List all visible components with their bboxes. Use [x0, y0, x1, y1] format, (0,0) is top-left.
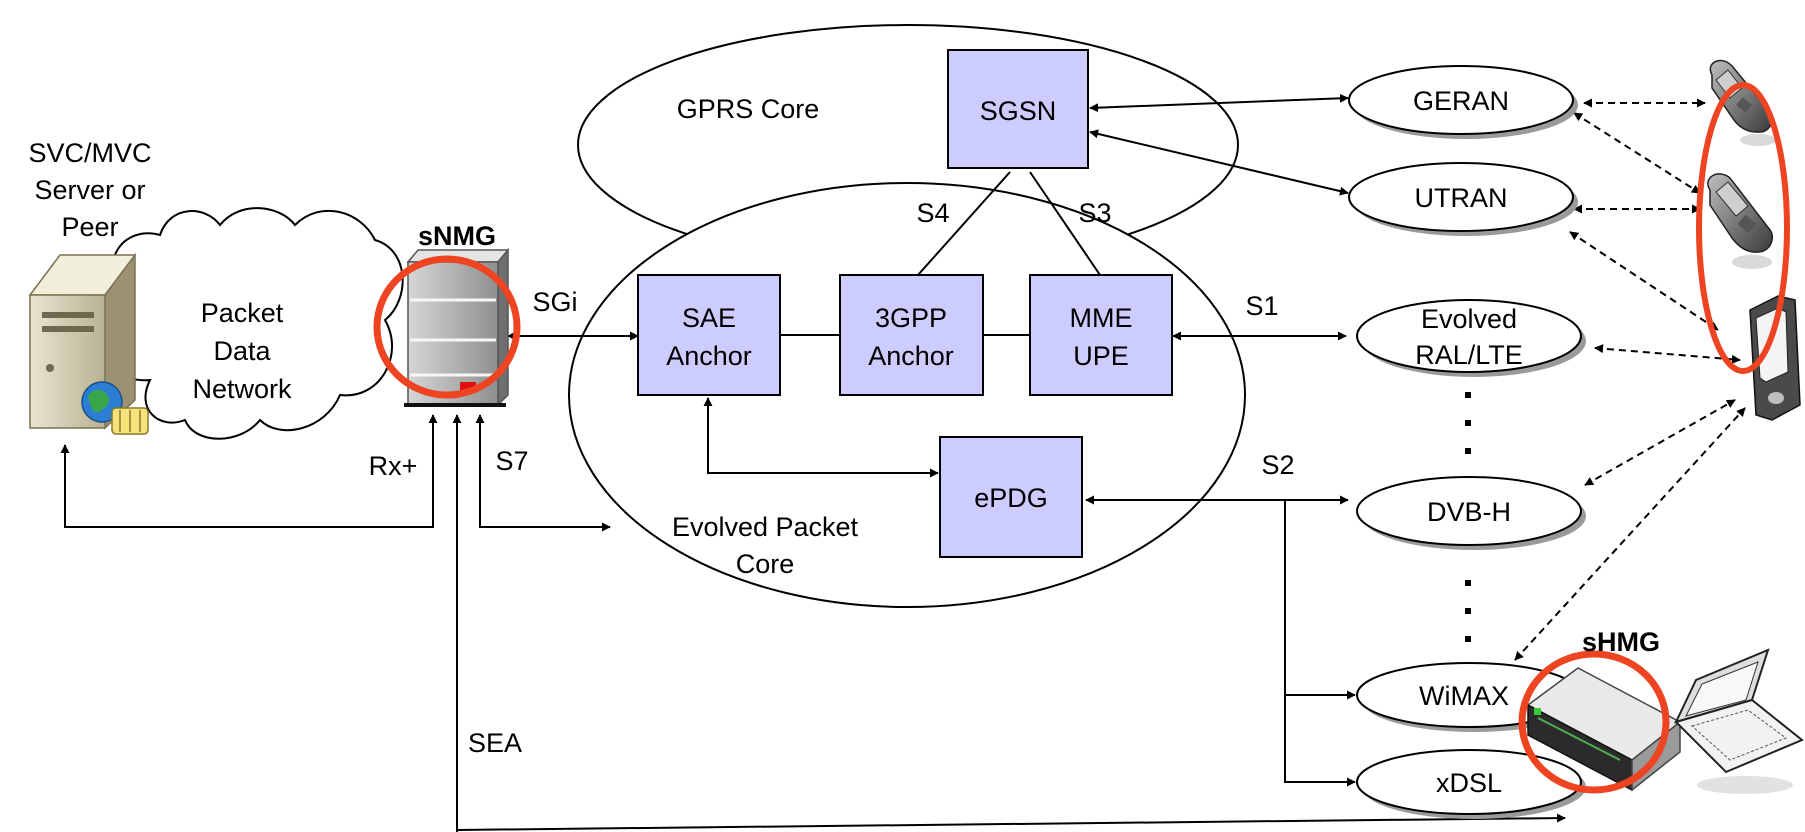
sae-anchor-box	[637, 274, 781, 396]
gprs-core-label: GPRS Core	[677, 94, 820, 124]
s2-wimax-link	[1284, 500, 1356, 700]
utran-label: UTRAN	[1415, 183, 1508, 213]
utran-pda-dashed-link	[1569, 231, 1719, 331]
access-dots-upper	[1465, 392, 1471, 454]
sae-anchor-label-line-1: SAE	[682, 303, 736, 333]
sgsn-geran-link	[1089, 93, 1349, 113]
pdn-label-line-2: Data	[213, 336, 271, 366]
wimax-label: WiMAX	[1419, 681, 1509, 711]
s4-label: S4	[916, 198, 949, 228]
sea-to-shmg-link	[456, 813, 1566, 831]
rx-plus-label: Rx+	[369, 451, 418, 481]
3gpp-anchor-box	[839, 274, 984, 396]
evolved-ral-label-line-1: Evolved	[1421, 304, 1517, 334]
mme-upe-label-line-1: MME	[1070, 303, 1133, 333]
rx-plus-link	[60, 414, 438, 528]
access-dots-lower	[1465, 580, 1471, 642]
mobile-devices-highlight-oval	[1696, 82, 1790, 374]
pdn-label-line-3: Network	[192, 374, 292, 404]
sgi-label: SGi	[532, 287, 577, 317]
xdsl-ellipse	[1356, 749, 1582, 815]
s3-label: S3	[1078, 198, 1111, 228]
mobile-phone-icon	[1709, 59, 1776, 146]
sae-anchor-label-line-2: Anchor	[666, 341, 752, 371]
mobile-phone-icon	[1707, 173, 1774, 269]
s7-label: S7	[495, 446, 528, 476]
dvbh-ellipse	[1356, 476, 1582, 546]
evolved-ral-pda-dashed-link	[1594, 344, 1741, 364]
epdg-label: ePDG	[974, 483, 1048, 513]
mme-upe-box	[1029, 274, 1173, 396]
s2-xdsl-link	[1284, 695, 1356, 787]
pdn-label-line-1: Packet	[201, 298, 284, 328]
server-label-line-2: Server or	[34, 175, 145, 205]
utran-ellipse	[1348, 162, 1574, 232]
xdsl-label: xDSL	[1436, 768, 1502, 798]
sgsn-utran-link	[1089, 129, 1349, 196]
geran-ellipse	[1348, 65, 1574, 135]
snmg-highlight-circle	[373, 255, 521, 399]
evolved-packet-core-label-line-1: Evolved Packet	[672, 512, 859, 542]
s4-link	[917, 171, 1011, 276]
server-label-line-1: SVC/MVC	[28, 138, 151, 168]
epdg-box	[939, 436, 1083, 558]
s3-link	[1029, 171, 1101, 276]
geran-label: GERAN	[1413, 86, 1509, 116]
sgsn-label: SGSN	[980, 96, 1057, 126]
3gpp-anchor-label-line-2: Anchor	[868, 341, 954, 371]
evolved-ral-ellipse	[1356, 299, 1582, 373]
server-label-line-3: Peer	[61, 212, 118, 242]
s1-label: S1	[1245, 291, 1278, 321]
shmg-pda-dashed-link	[1514, 407, 1746, 661]
dvbh-label: DVB-H	[1427, 497, 1511, 527]
laptop-icon	[1674, 648, 1804, 794]
pda-icon	[1749, 295, 1801, 421]
shmg-label: sHMG	[1582, 627, 1660, 657]
s7-link	[475, 414, 611, 532]
server-globe-icon	[28, 252, 149, 435]
3gpp-anchor-label-line-1: 3GPP	[875, 303, 947, 333]
sgsn-box	[947, 49, 1089, 169]
s2-label: S2	[1261, 450, 1294, 480]
shmg-highlight-circle	[1518, 650, 1670, 794]
sae-epdg-link	[703, 397, 939, 478]
mme-upe-label-line-2: UPE	[1073, 341, 1129, 371]
sea-label: SEA	[468, 728, 522, 758]
geran-phone2-dashed-link	[1573, 112, 1701, 194]
evolved-ral-label-line-2: RAL/LTE	[1415, 340, 1523, 370]
snmg-label: sNMG	[418, 221, 496, 251]
evolved-packet-core-label-line-2: Core	[736, 549, 795, 579]
